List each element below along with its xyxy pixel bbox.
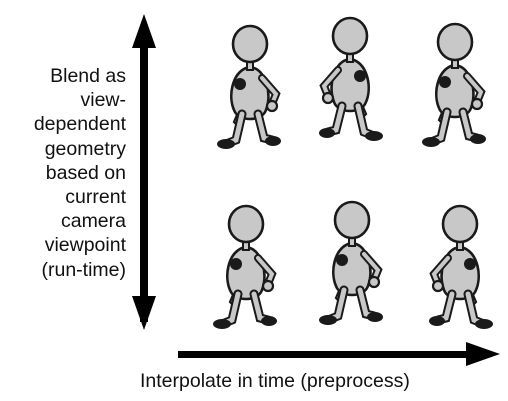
vertical-label-line: (run-time) <box>41 258 126 281</box>
figure-bottom-left <box>213 206 277 329</box>
vertical-label-line: dependent <box>33 113 126 136</box>
vertical-label-line: camera <box>60 210 126 233</box>
vertical-label-line: geometry <box>44 137 126 160</box>
figure-bottom-center <box>319 202 383 325</box>
vertical-axis-label: Blend as view- dependent geometry based … <box>0 64 126 282</box>
figure-top-left <box>217 26 281 149</box>
vertical-label-line: Blend as <box>50 65 126 87</box>
figure-top-center <box>319 18 383 141</box>
horizontal-arrow <box>178 342 500 366</box>
figure-bottom-right <box>429 206 493 329</box>
vertical-label-line: current <box>65 186 126 209</box>
figure-top-right <box>422 24 486 147</box>
vertical-label-line: view- <box>80 89 126 112</box>
horizontal-axis-label: Interpolate in time (preprocess) <box>140 370 410 392</box>
vertical-label-line: viewpoint <box>44 234 126 257</box>
vertical-arrow <box>132 14 156 330</box>
vertical-label-line: based on <box>45 161 126 184</box>
